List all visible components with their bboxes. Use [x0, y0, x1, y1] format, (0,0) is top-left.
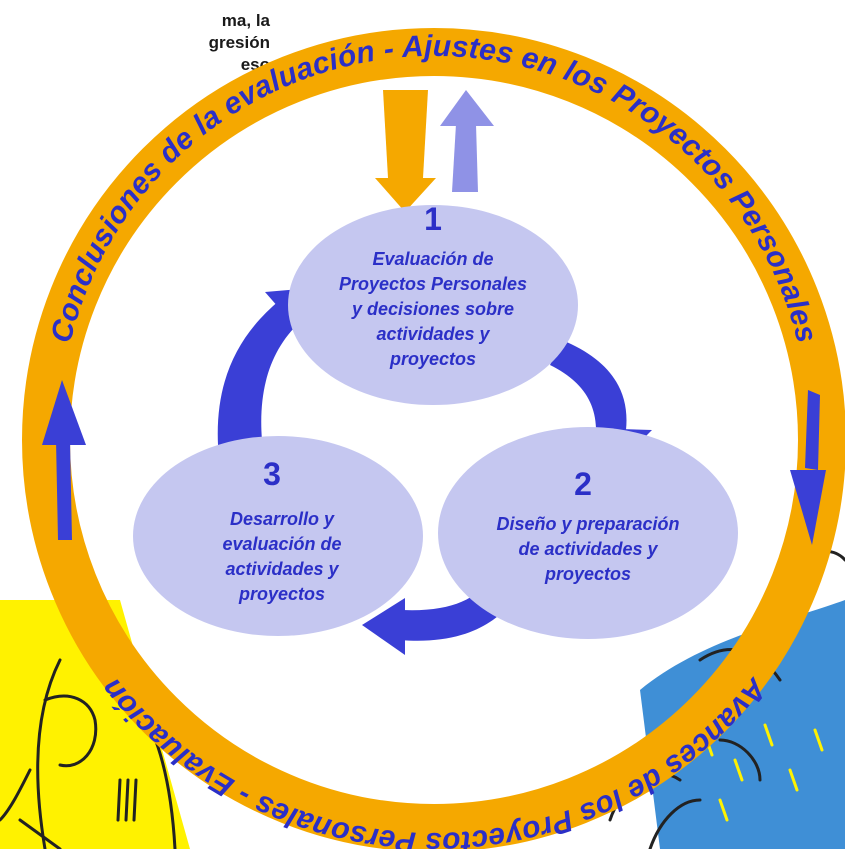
ring-arrow-right	[790, 390, 826, 545]
node-3-line: proyectos	[238, 584, 325, 604]
node-3-number: 3	[263, 456, 281, 492]
node-1-ellipse	[288, 205, 578, 405]
node-3-ellipse	[133, 436, 423, 636]
node-1-line: proyectos	[389, 349, 476, 369]
cycle-node-2: 2 Diseño y preparación de actividades y …	[438, 427, 738, 639]
intro-paragraph: ma, la gresión eso ema	[0, 10, 270, 98]
node-1-line: y decisiones sobre	[351, 299, 514, 319]
node-2-line: de actividades y	[518, 539, 658, 559]
arrow-down-orange	[375, 90, 436, 212]
node-1-line: Evaluación de	[372, 249, 493, 269]
node-1-line: Proyectos Personales	[339, 274, 527, 294]
node-3-line: actividades y	[225, 559, 339, 579]
node-1-line: actividades y	[376, 324, 490, 344]
arrow-up-light	[440, 90, 494, 192]
node-3-line: Desarrollo y	[230, 509, 335, 529]
cycle-node-1: 1 Evaluación de Proyectos Personales y d…	[288, 201, 578, 405]
intro-line: ma, la	[221, 11, 270, 30]
blue-background-shape	[640, 600, 845, 849]
node-1-number: 1	[424, 201, 442, 237]
node-3-line: evaluación de	[222, 534, 341, 554]
node-2-ellipse	[438, 427, 738, 639]
node-2-number: 2	[574, 466, 592, 502]
node-2-line: proyectos	[544, 564, 631, 584]
cycle-node-3: 3 Desarrollo y evaluación de actividades…	[133, 436, 423, 636]
ring-arrow-left	[42, 380, 86, 540]
node-2-line: Diseño y preparación	[496, 514, 679, 534]
intro-line: gresión	[208, 33, 270, 52]
